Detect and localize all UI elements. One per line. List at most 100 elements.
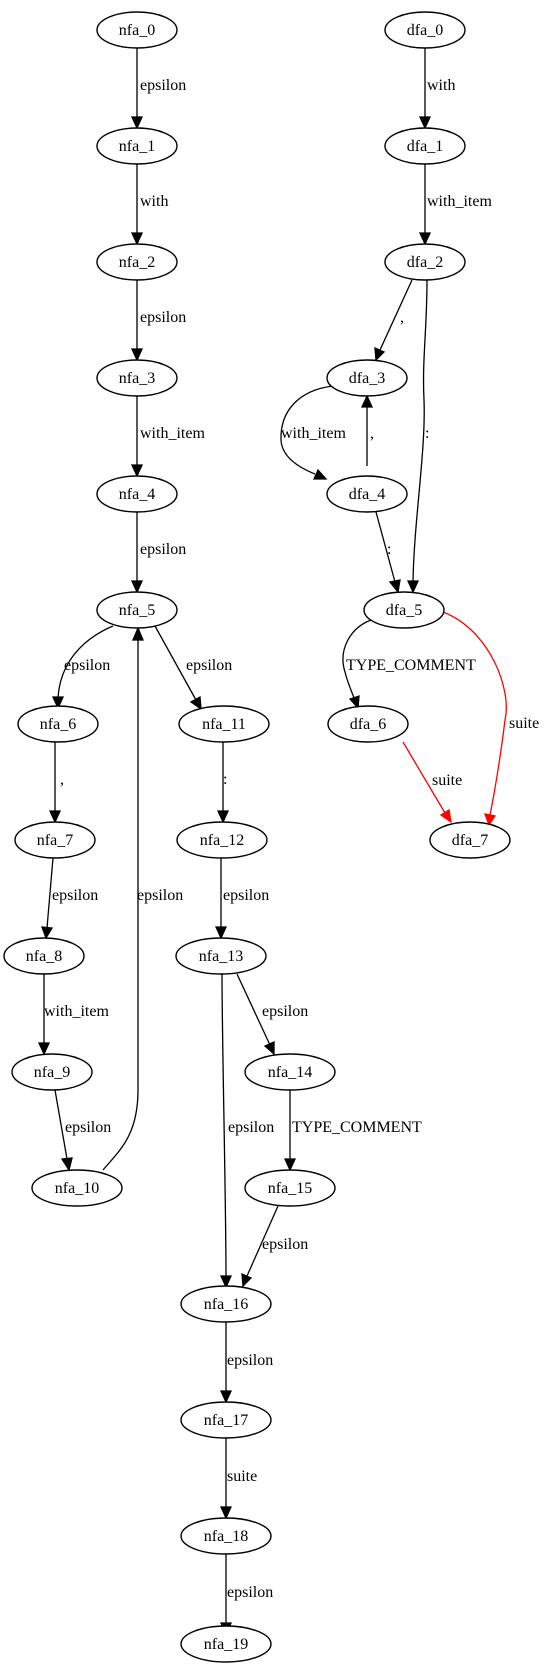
node-nfa-3: nfa_3	[96, 359, 178, 397]
node-nfa-10: nfa_10	[31, 1169, 123, 1207]
arrowhead	[41, 926, 54, 940]
edge-label: epsilon	[137, 887, 183, 904]
arrowhead	[216, 810, 230, 824]
edge-label: TYPE_COMMENT	[346, 657, 476, 674]
edge-dfa0-dfa1: with	[418, 48, 455, 130]
node-label: nfa_0	[119, 22, 155, 39]
node-dfa-5: dfa_5	[363, 591, 445, 629]
edge-label: epsilon	[52, 887, 98, 904]
node-dfa-3: dfa_3	[326, 359, 408, 397]
node-label: nfa_16	[204, 1296, 248, 1313]
node-label: dfa_1	[407, 138, 443, 155]
node-nfa-17: nfa_17	[180, 1401, 272, 1439]
node-nfa-4: nfa_4	[96, 475, 178, 513]
arrowhead	[48, 810, 62, 824]
edge-nfa16-nfa17: epsilon	[219, 1322, 273, 1404]
node-nfa-9: nfa_9	[11, 1053, 93, 1091]
arrowhead	[241, 1272, 253, 1288]
edge-label: epsilon	[227, 1584, 273, 1601]
edge-line	[46, 857, 54, 929]
edge-nfa15-nfa16: epsilon	[241, 1205, 308, 1288]
node-nfa-12: nfa_12	[176, 821, 268, 859]
arrowhead	[483, 813, 497, 827]
arrowhead	[283, 1158, 297, 1172]
node-label: nfa_12	[200, 832, 244, 849]
arrowhead	[418, 116, 432, 130]
edge-line	[375, 511, 396, 583]
edge-line	[342, 619, 372, 699]
node-label: dfa_6	[350, 716, 386, 733]
node-dfa-2: dfa_2	[384, 243, 466, 281]
node-label: nfa_7	[37, 832, 73, 849]
edge-label: epsilon	[186, 657, 232, 674]
edge-label: :	[223, 771, 227, 788]
edge-label: with	[427, 77, 455, 94]
arrowhead	[263, 1040, 275, 1056]
arrowhead	[37, 1042, 51, 1056]
node-dfa-4: dfa_4	[326, 475, 408, 513]
arrowhead	[374, 346, 386, 362]
node-nfa-19: nfa_19	[180, 1625, 272, 1663]
edge-label: epsilon	[64, 657, 110, 674]
node-label: nfa_5	[119, 602, 155, 619]
node-nfa-6: nfa_6	[17, 705, 99, 743]
node-dfa-0: dfa_0	[384, 11, 466, 49]
edge-label: suite	[509, 715, 539, 732]
arrowhead	[130, 232, 144, 246]
node-label: nfa_14	[268, 1064, 312, 1081]
edge-dfa4-dfa3: ,	[360, 394, 374, 466]
node-label: dfa_3	[349, 370, 385, 387]
edge-label: epsilon	[140, 309, 186, 326]
node-label: nfa_18	[204, 1528, 248, 1545]
edge-label: ,	[60, 771, 64, 788]
edge-label: with_item	[281, 425, 346, 442]
arrowhead	[348, 695, 360, 710]
node-label: dfa_5	[386, 602, 422, 619]
edge-line	[379, 279, 413, 351]
edge-label: epsilon	[227, 1352, 273, 1369]
edge-nfa10-nfa5: epsilon	[102, 626, 183, 1171]
node-label: nfa_8	[26, 948, 62, 965]
arrowhead	[130, 464, 144, 478]
edge-nfa12-nfa13: epsilon	[214, 858, 269, 940]
edge-label: suite	[432, 772, 462, 789]
edge-nfa18-nfa19: epsilon	[219, 1554, 273, 1636]
edge-dfa2-dfa5: :	[406, 279, 429, 594]
edge-label: epsilon	[140, 541, 186, 558]
edge-nfa11-nfa12: :	[216, 742, 230, 824]
node-nfa-16: nfa_16	[180, 1285, 272, 1323]
node-dfa-6: dfa_6	[327, 705, 409, 743]
arrowhead	[130, 580, 144, 594]
arrowhead	[312, 468, 328, 480]
arrowhead	[130, 348, 144, 362]
edge-label: :	[425, 425, 429, 442]
arrowhead	[439, 808, 452, 824]
node-label: nfa_2	[119, 254, 155, 271]
arrowhead	[219, 1506, 233, 1520]
edge-line	[154, 625, 197, 701]
node-label: nfa_13	[199, 948, 243, 965]
node-label: nfa_10	[55, 1180, 99, 1197]
node-nfa-11: nfa_11	[178, 705, 270, 743]
edge-dfa5-dfa6: TYPE_COMMENT	[342, 619, 476, 710]
node-label: dfa_2	[407, 254, 443, 271]
edge-nfa1-nfa2: with	[130, 164, 168, 246]
edge-nfa13-nfa16: epsilon	[219, 973, 274, 1289]
edge-label: with_item	[427, 193, 492, 210]
edge-line	[402, 741, 446, 814]
edge-line	[442, 611, 507, 816]
arrowhead	[189, 695, 202, 711]
edge-nfa17-nfa18: suite	[219, 1438, 257, 1520]
arrowhead	[130, 116, 144, 130]
edge-label: with_item	[140, 425, 205, 442]
edge-nfa6-nfa7: ,	[48, 742, 64, 824]
arrowhead	[360, 394, 374, 408]
node-label: dfa_4	[349, 486, 385, 503]
edge-nfa5-nfa11: epsilon	[154, 625, 232, 711]
node-nfa-8: nfa_8	[3, 937, 85, 975]
edge-label: epsilon	[140, 77, 186, 94]
edge-label: epsilon	[262, 1236, 308, 1253]
edge-nfa0-nfa1: epsilon	[130, 48, 186, 130]
edge-nfa7-nfa8: epsilon	[41, 857, 98, 940]
edge-dfa4-dfa5: :	[375, 511, 401, 594]
